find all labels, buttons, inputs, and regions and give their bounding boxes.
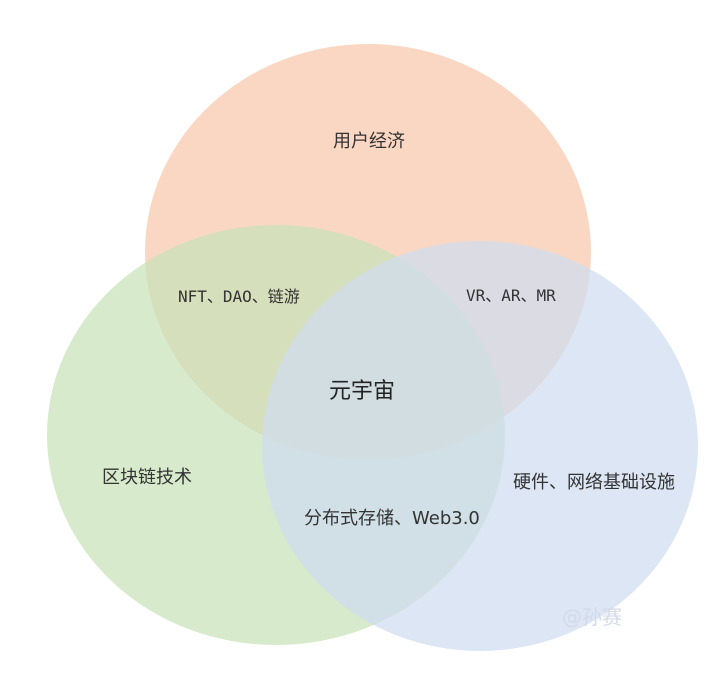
circle-infrastructure xyxy=(262,241,698,651)
label-infrastructure: 硬件、网络基础设施 xyxy=(513,472,675,493)
label-distributed-storage: 分布式存储、Web3.0 xyxy=(304,508,480,529)
label-user-economy: 用户经济 xyxy=(333,131,405,152)
label-nft-dao-game: NFT、DAO、链游 xyxy=(178,287,300,306)
label-blockchain: 区块链技术 xyxy=(102,467,192,488)
watermark: @孙赛 xyxy=(562,605,622,629)
label-vr-ar-mr: VR、AR、MR xyxy=(466,286,556,305)
label-metaverse: 元宇宙 xyxy=(329,379,396,404)
